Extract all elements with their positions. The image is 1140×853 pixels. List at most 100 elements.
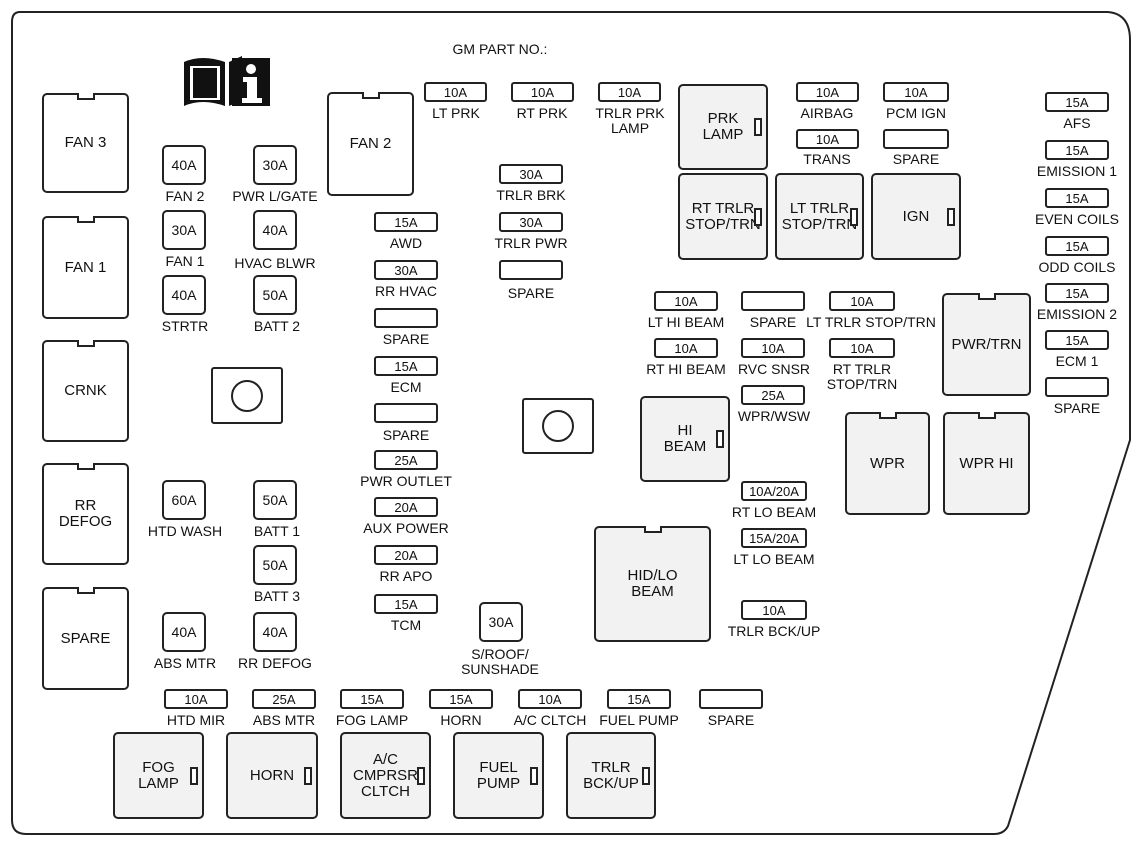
fuse-label: RR DEFOG: [238, 655, 312, 671]
fuse-wpr-wsw: 25A: [741, 385, 805, 405]
relay-label: CRNK: [64, 382, 107, 399]
relay-label: FAN 1: [64, 258, 107, 276]
relay-key-tab: [977, 412, 996, 419]
relay-label: WPR HI: [959, 454, 1014, 472]
fuse-spare: [741, 291, 805, 311]
fuse-afs: 15A: [1045, 92, 1109, 112]
fuse-rt-hi-beam: 10A: [654, 338, 718, 358]
fuse-rt-trlr-stop-trn: 10A: [829, 338, 895, 358]
fuse-label: FUEL PUMP: [599, 712, 679, 728]
relay-label: RT TRLR STOP/TRN: [685, 199, 761, 233]
relay-label: PRK LAMP: [702, 110, 744, 143]
relay-key-tab: [643, 526, 662, 533]
fuse-label: RR HVAC: [375, 283, 437, 299]
relay-key-tab: [76, 93, 95, 100]
fuse-lt-hi-beam: 10A: [654, 291, 718, 311]
relay-key-tab: [977, 293, 996, 300]
relay-rt-trlr-stop-trn: RT TRLR STOP/TRN: [678, 173, 768, 260]
fuse-spare: [499, 260, 563, 280]
relay-label: A/C CMPRSR CLTCH: [352, 750, 418, 800]
relay-key-tab: [754, 118, 762, 136]
fuse-label: TRLR PRK LAMP: [595, 105, 665, 136]
relay-key-tab: [76, 463, 95, 470]
relay-ign: IGN: [871, 173, 961, 260]
fuse-htd-mir: 10A: [164, 689, 228, 709]
relay-key-tab: [850, 207, 858, 226]
fuse-label: ODD COILS: [1038, 259, 1116, 275]
fuse-label: SPARE: [892, 151, 940, 167]
fuse-rr-defog: 40A: [253, 612, 297, 652]
relay-rr-defog: RR DEFOG: [42, 463, 129, 565]
relay-fan-2: FAN 2: [327, 92, 414, 196]
fuse-trlr-pwr: 30A: [499, 212, 563, 232]
fuse-label: A/C CLTCH: [513, 712, 587, 728]
fuse-batt-2: 50A: [253, 275, 297, 315]
fuse-label: ABS MTR: [252, 712, 316, 728]
fuse-label: HTD WASH: [147, 523, 223, 539]
fuse-ecm: 15A: [374, 356, 438, 376]
fuse-label: AWD: [389, 235, 423, 251]
fuse-label: BATT 3: [253, 588, 301, 604]
fuse-batt-1: 50A: [253, 480, 297, 520]
fuse-spare: [1045, 377, 1109, 397]
relay-label: RR DEFOG: [58, 497, 113, 530]
fuse-label: STRTR: [161, 318, 209, 334]
fuse-spare: [699, 689, 763, 709]
fuse-label: WPR/WSW: [737, 408, 811, 424]
relay-ac-cmprsr-cltch: A/C CMPRSR CLTCH: [340, 732, 431, 819]
fuse-ecm-1: 15A: [1045, 330, 1109, 350]
fuse-rt-lo-beam: 10A/20A: [741, 481, 807, 501]
fuse-trlr-bck-up: 10A: [741, 600, 807, 620]
fuse-label: AIRBAG: [800, 105, 854, 121]
fuse-strtr: 40A: [162, 275, 206, 315]
fuse-rt-prk: 10A: [511, 82, 574, 102]
fuse-pwr-outlet: 25A: [374, 450, 438, 470]
fuse-trlr-prk-lamp: 10A: [598, 82, 661, 102]
fuse-horn: 15A: [429, 689, 493, 709]
fuse-label: TRLR BRK: [496, 187, 566, 203]
relay-label: HI BEAM: [663, 422, 707, 455]
fuse-airbag: 10A: [796, 82, 859, 102]
fuse-label: LT TRLR STOP/TRN: [806, 314, 936, 330]
relay-fog-lamp: FOG LAMP: [113, 732, 204, 819]
fuse-spare: [374, 308, 438, 328]
fuse-label: EVEN COILS: [1034, 211, 1120, 227]
fuse-label: PCM IGN: [886, 105, 946, 121]
fuse-label: SPARE: [382, 427, 430, 443]
fuse-label: PWR OUTLET: [360, 473, 452, 489]
fuse-aux-power: 20A: [374, 497, 438, 517]
fuse-label: TRLR PWR: [494, 235, 568, 251]
fuse-label: BATT 1: [253, 523, 301, 539]
relay-key-tab: [361, 92, 380, 99]
relay-lt-trlr-stop-trn: LT TRLR STOP/TRN: [775, 173, 864, 260]
fuse-label: SPARE: [382, 331, 430, 347]
relay-key-tab: [76, 587, 95, 594]
fuse-lt-lo-beam: 15A/20A: [741, 528, 807, 548]
fuse-label: TRANS: [803, 151, 851, 167]
relay-crnk: CRNK: [42, 340, 129, 442]
fuse-trlr-brk: 30A: [499, 164, 563, 184]
fuse-label: TCM: [390, 617, 422, 633]
relay-pwr-trn: PWR/TRN: [942, 293, 1031, 396]
relay-key-tab: [76, 340, 95, 347]
fuse-label: HTD MIR: [166, 712, 226, 728]
mounting-hole-ring: [542, 410, 574, 442]
relay-wpr-hi: WPR HI: [943, 412, 1030, 515]
fuse-label: RR APO: [379, 568, 433, 584]
fuse-spare: [883, 129, 949, 149]
fuse-label: ECM 1: [1055, 353, 1099, 369]
fuse-label: EMISSION 2: [1036, 306, 1118, 322]
fuse-pcm-ign: 10A: [883, 82, 949, 102]
fuse-fuel-pump: 15A: [607, 689, 671, 709]
fuse-emission-2: 15A: [1045, 283, 1109, 303]
mounting-hole-ring: [231, 379, 263, 412]
fuse-label: ABS MTR: [153, 655, 217, 671]
fuse-abs-mtr: 40A: [162, 612, 206, 652]
fuse-label: RT HI BEAM: [646, 361, 726, 377]
fuse-label: RVC SNSR: [737, 361, 811, 377]
fuse-label: BATT 2: [253, 318, 301, 334]
relay-key-tab: [304, 766, 312, 785]
relay-label: HORN: [249, 766, 295, 784]
fuse-label: SPARE: [1053, 400, 1101, 416]
relay-label: FOG LAMP: [138, 758, 179, 792]
